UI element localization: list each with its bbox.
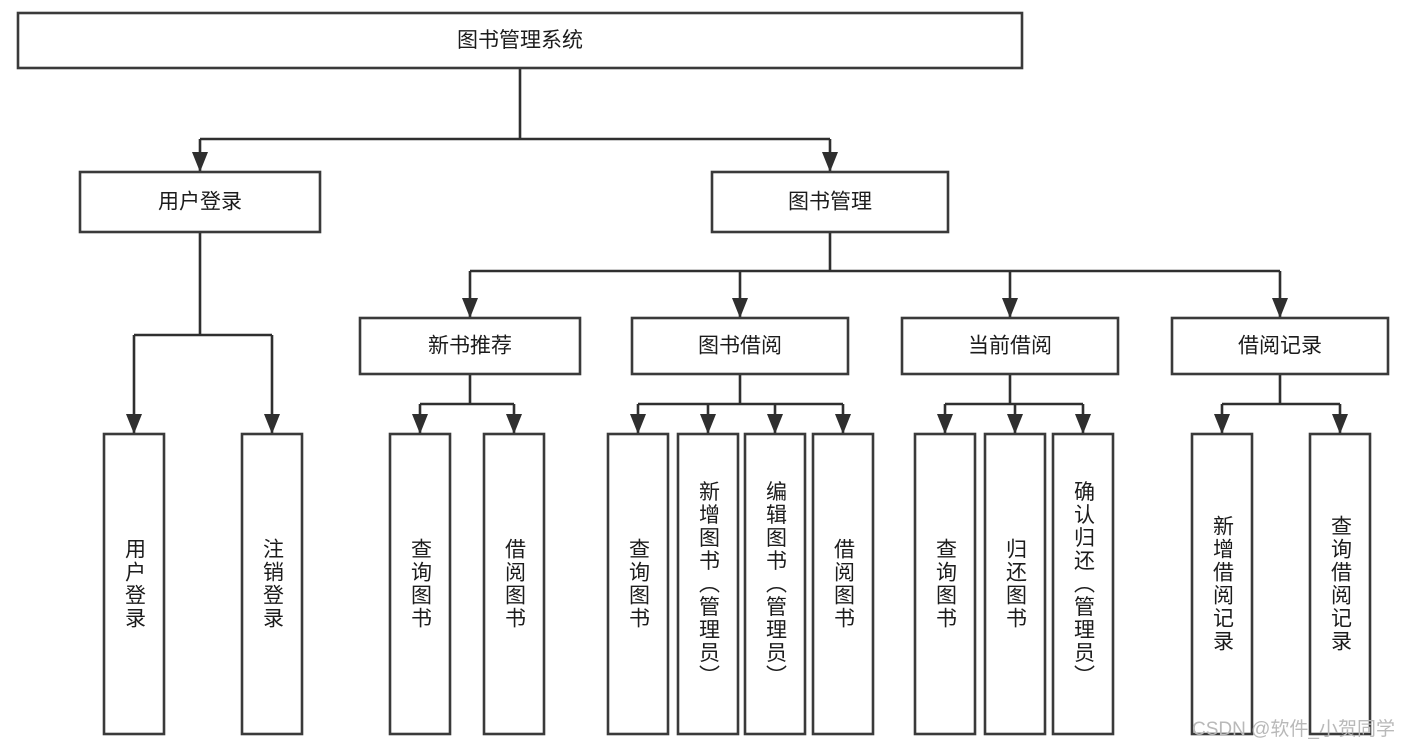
arrow-head-icon — [767, 414, 783, 434]
arrow-head-icon — [835, 414, 851, 434]
node-label: 借阅图书 — [503, 538, 527, 630]
node-borrow-record[interactable]: 借阅记录 — [1170, 316, 1390, 376]
node-box[interactable] — [240, 432, 304, 736]
node-layer: 图书管理系统用户登录图书管理新书推荐图书借阅当前借阅借阅记录用户登录注销登录查询… — [16, 11, 1390, 736]
node-label: 用户登录 — [158, 191, 242, 214]
node-leaf-confirm-return-admin[interactable]: 确认归还（管理员） — [1051, 432, 1115, 736]
node-leaf-query-borrow-record[interactable]: 查询借阅记录 — [1308, 432, 1372, 736]
node-label: 新增借阅记录 — [1211, 515, 1235, 653]
node-label: 查询图书 — [934, 538, 958, 630]
node-box[interactable] — [606, 432, 670, 736]
arrow-head-icon — [630, 414, 646, 434]
node-leaf-borrow-book-recommend[interactable]: 借阅图书 — [482, 432, 546, 736]
node-label: 查询借阅记录 — [1329, 515, 1353, 653]
node-box[interactable] — [630, 316, 850, 376]
arrow-head-icon — [412, 414, 428, 434]
node-label: 图书管理 — [788, 191, 872, 214]
node-new-book-recommend[interactable]: 新书推荐 — [358, 316, 582, 376]
node-box[interactable] — [16, 11, 1024, 70]
node-box[interactable] — [1308, 432, 1372, 736]
node-box[interactable] — [78, 170, 322, 234]
node-leaf-add-borrow-record[interactable]: 新增借阅记录 — [1190, 432, 1254, 736]
node-label: 借阅记录 — [1238, 335, 1322, 358]
node-label: 编辑图书（管理员） — [764, 481, 788, 688]
node-leaf-query-book-current[interactable]: 查询图书 — [913, 432, 977, 736]
node-label: 借阅图书 — [832, 538, 856, 630]
arrow-head-icon — [264, 414, 280, 434]
arrow-head-icon — [700, 414, 716, 434]
node-box[interactable] — [1051, 432, 1115, 736]
node-box[interactable] — [811, 432, 875, 736]
node-label: 注销登录 — [261, 538, 285, 630]
arrow-head-icon — [1332, 414, 1348, 434]
node-label: 图书管理系统 — [457, 29, 583, 52]
node-box[interactable] — [1190, 432, 1254, 736]
node-box[interactable] — [482, 432, 546, 736]
arrow-head-icon — [937, 414, 953, 434]
node-box[interactable] — [676, 432, 740, 736]
arrow-head-icon — [1214, 414, 1230, 434]
node-box[interactable] — [710, 170, 950, 234]
node-current-borrow[interactable]: 当前借阅 — [900, 316, 1120, 376]
node-label: 查询图书 — [409, 538, 433, 630]
node-label: 当前借阅 — [968, 335, 1052, 358]
node-label: 查询图书 — [627, 538, 651, 630]
node-user-login[interactable]: 用户登录 — [78, 170, 322, 234]
arrow-head-icon — [192, 152, 208, 172]
node-label: 新书推荐 — [428, 335, 512, 358]
arrow-head-icon — [1002, 298, 1018, 318]
node-box[interactable] — [358, 316, 582, 376]
node-leaf-query-book-recommend[interactable]: 查询图书 — [388, 432, 452, 736]
node-book-management[interactable]: 图书管理 — [710, 170, 950, 234]
node-leaf-edit-book-admin[interactable]: 编辑图书（管理员） — [743, 432, 807, 736]
node-label: 确认归还（管理员） — [1072, 481, 1096, 688]
csdn-watermark: CSDN @软件_小贺同学 — [1192, 719, 1395, 740]
node-box[interactable] — [983, 432, 1047, 736]
node-leaf-add-book-admin[interactable]: 新增图书（管理员） — [676, 432, 740, 736]
arrow-head-icon — [462, 298, 478, 318]
node-leaf-logout[interactable]: 注销登录 — [240, 432, 304, 736]
node-box[interactable] — [388, 432, 452, 736]
node-label: 图书借阅 — [698, 335, 782, 358]
node-box[interactable] — [1170, 316, 1390, 376]
node-leaf-query-book-borrow[interactable]: 查询图书 — [606, 432, 670, 736]
node-leaf-return-book[interactable]: 归还图书 — [983, 432, 1047, 736]
arrow-head-icon — [1075, 414, 1091, 434]
arrow-head-icon — [126, 414, 142, 434]
arrow-head-icon — [822, 152, 838, 172]
node-box[interactable] — [913, 432, 977, 736]
node-box[interactable] — [102, 432, 166, 736]
arrow-head-icon — [1272, 298, 1288, 318]
connector-layer — [126, 68, 1348, 434]
node-box[interactable] — [900, 316, 1120, 376]
arrow-head-icon — [732, 298, 748, 318]
node-box[interactable] — [743, 432, 807, 736]
node-label: 新增图书（管理员） — [697, 481, 721, 688]
node-book-borrow[interactable]: 图书借阅 — [630, 316, 850, 376]
node-label: 归还图书 — [1004, 538, 1028, 630]
arrow-head-icon — [1007, 414, 1023, 434]
arrow-head-icon — [506, 414, 522, 434]
node-root[interactable]: 图书管理系统 — [16, 11, 1024, 70]
node-label: 用户登录 — [123, 538, 147, 630]
node-leaf-borrow-book[interactable]: 借阅图书 — [811, 432, 875, 736]
node-leaf-user-login[interactable]: 用户登录 — [102, 432, 166, 736]
